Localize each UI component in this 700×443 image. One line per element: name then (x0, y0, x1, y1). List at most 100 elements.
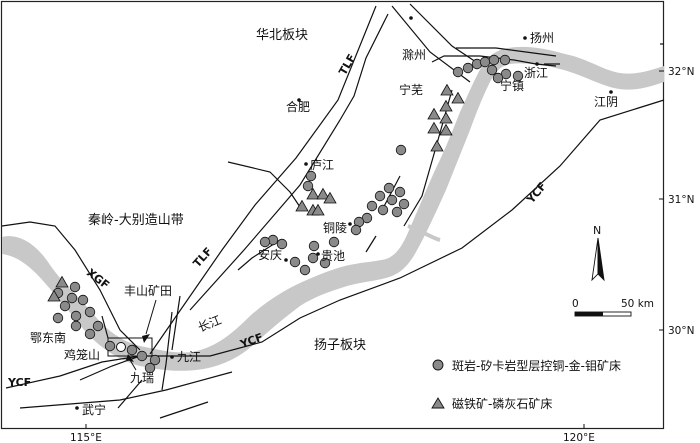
cu-au-mo-deposit-marker (302, 180, 314, 192)
label-fengshan-orefield: 丰山矿田 (124, 284, 172, 298)
label-ycf-west: YCF (7, 376, 31, 389)
label-lon-115: 115°E (70, 432, 102, 443)
jiurui-arrow (129, 359, 137, 371)
yangtze-river (2, 46, 664, 371)
label-anqing: 安庆 (258, 247, 282, 262)
magnetite-apatite-deposit-marker (316, 187, 330, 200)
cu-au-mo-deposit-marker (499, 54, 511, 66)
river-tributaries (233, 224, 441, 349)
city-dots (75, 16, 613, 410)
label-lat-31: 31°N (668, 194, 694, 206)
label-guichi: 贵池 (321, 249, 345, 263)
magnetite-apatite-deposits (47, 83, 465, 302)
cu-au-mo-deposit-marker (512, 70, 524, 82)
cu-au-mo-deposit-marker (328, 236, 340, 248)
label-qinling-dabie: 秦岭-大别造山带 (88, 213, 184, 228)
axis-ticks (85, 70, 664, 428)
cu-au-mo-deposit-marker (319, 257, 331, 269)
label-wuning: 武宁 (82, 402, 106, 417)
cu-au-mo-deposit-marker (126, 344, 138, 356)
cu-au-mo-deposit-marker (259, 236, 271, 248)
label-jiurui: 九瑞 (130, 371, 154, 385)
cu-au-mo-deposit-marker (92, 320, 104, 332)
label-hefei: 合肥 (286, 99, 310, 114)
cu-au-mo-deposit-marker (70, 310, 82, 322)
cu-au-mo-deposit-marker (299, 264, 311, 276)
legend-circle-icon (432, 359, 444, 371)
cu-au-mo-deposit-marker (66, 292, 78, 304)
cu-au-mo-deposit-marker (289, 256, 301, 268)
cu-au-mo-deposit-marker (84, 306, 96, 318)
cu-au-mo-deposit-marker (308, 240, 320, 252)
fengshan-open-deposit (116, 342, 126, 352)
magnetite-apatite-deposit-marker (439, 111, 453, 124)
cu-au-mo-deposit-marker (479, 56, 491, 68)
magnetite-apatite-deposit-marker (439, 99, 453, 112)
cu-au-mo-deposit-marker (391, 206, 403, 218)
cu-au-mo-deposit-marker (276, 238, 288, 250)
label-jilongshan: 鸡笼山 (64, 347, 100, 362)
magnetite-apatite-deposit-marker (427, 107, 441, 120)
label-lon-120: 120°E (563, 432, 595, 443)
legend (431, 359, 445, 409)
north-arrow-label: N (593, 224, 601, 237)
cu-au-mo-deposit-marker (377, 204, 389, 216)
cu-au-mo-deposit-marker (366, 200, 378, 212)
cu-au-mo-deposit-marker (486, 64, 498, 76)
label-yangtze-block: 扬子板块 (314, 338, 366, 353)
label-jiangyin: 江阴 (594, 95, 618, 109)
magnetite-apatite-deposit-marker (306, 187, 320, 200)
magnetite-apatite-deposit-marker (439, 123, 453, 136)
legend-triangle-icon (431, 397, 445, 409)
cu-au-mo-deposit-marker (52, 312, 64, 324)
cu-au-mo-deposit-marker (383, 182, 395, 194)
cu-au-mo-deposit-marker (492, 72, 504, 84)
copper-gold-deposits (52, 54, 524, 374)
magnetite-apatite-deposit-marker (55, 275, 69, 288)
map-frame (0, 0, 665, 430)
cu-au-mo-deposit-marker (149, 354, 161, 366)
fengshan-arrowhead (142, 334, 150, 343)
label-zhenjiang: 浙江 (524, 66, 548, 80)
magnetite-apatite-deposit-marker (47, 289, 61, 302)
cu-au-mo-deposit-marker (70, 320, 82, 332)
label-lujiang: 庐江 (310, 157, 334, 172)
cu-au-mo-deposit-marker (136, 350, 148, 362)
cu-au-mo-deposit-marker (77, 294, 89, 306)
label-lat-30: 30°N (668, 325, 694, 337)
cu-au-mo-deposit-marker (305, 170, 317, 182)
cu-au-mo-deposit-marker (59, 300, 71, 312)
fengshan-arrow (145, 299, 157, 335)
cu-au-mo-deposit-marker (452, 66, 464, 78)
magnetite-apatite-deposit-marker (451, 91, 465, 104)
legend-label-triangle: 磁铁矿-磷灰石矿床 (452, 396, 552, 411)
label-edongnan: 鄂东南 (30, 330, 66, 345)
cu-au-mo-deposit-marker (144, 362, 156, 374)
cu-au-mo-deposit-marker (462, 62, 474, 74)
scale-bar-start: 0 (572, 298, 579, 310)
magnetite-apatite-deposit-marker (323, 191, 337, 204)
jiurui-arrowhead (126, 354, 134, 362)
cu-au-mo-deposit-marker (398, 198, 410, 210)
cu-au-mo-deposit-marker (386, 194, 398, 206)
cu-au-mo-deposit-marker (350, 224, 362, 236)
cu-au-mo-deposit-marker (84, 328, 96, 340)
fault-lines (1, 3, 665, 419)
magnetite-apatite-deposit-marker (440, 83, 454, 96)
cu-au-mo-deposit-marker (488, 54, 500, 66)
cu-au-mo-deposit-marker (104, 340, 116, 352)
label-jiujiang: 九江 (177, 350, 201, 364)
label-chuzhou: 滁州 (402, 47, 426, 62)
magnetite-apatite-deposit-marker (311, 203, 325, 216)
magnetite-apatite-deposit-marker (427, 121, 441, 134)
label-ningwu: 宁芜 (399, 82, 423, 97)
cu-au-mo-deposit-marker (395, 144, 407, 156)
cu-au-mo-deposit-marker (69, 281, 81, 293)
label-north-china-block: 华北板块 (256, 28, 308, 43)
magnetite-apatite-deposit-marker (430, 139, 444, 152)
legend-label-circle: 斑岩-矽卡岩型层控铜-金-钼矿床 (452, 358, 621, 373)
magnetite-apatite-deposit-marker (295, 199, 309, 212)
scale-bar-end: 50 km (621, 298, 654, 310)
label-tongling: 铜陵 (323, 220, 347, 235)
